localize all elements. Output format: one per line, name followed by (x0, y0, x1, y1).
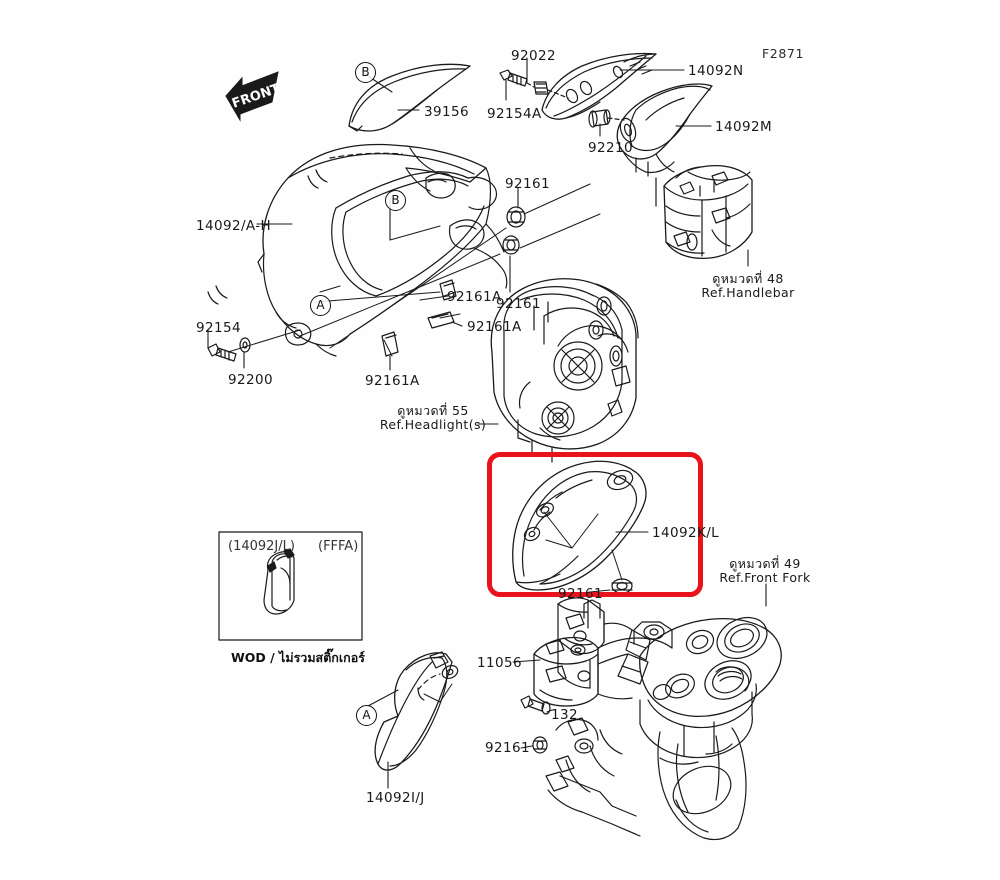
reference-note-49-thai: ดูหมวดที่ 49 (729, 556, 801, 571)
part-label-92161-mid: 92161 (496, 296, 541, 312)
part-label-92154A: 92154A (487, 106, 542, 122)
callout-a-1: A (310, 295, 331, 316)
part-label-14092AH: 14092/A-H (196, 218, 272, 234)
callout-b-2: B (385, 190, 406, 211)
part-92022-shape (533, 81, 549, 95)
part-handlebar-bracket-shape (663, 164, 753, 260)
part-label-92161-top: 92161 (505, 176, 550, 192)
part-headlight-assembly-shape (490, 278, 639, 463)
part-14092N-shape (541, 52, 657, 120)
reference-note-55-thai: ดูหมวดที่ 55 (397, 403, 469, 418)
part-92161-grommet-1 (506, 206, 526, 228)
part-92154A-shape (499, 69, 528, 87)
part-label-92210: 92210 (588, 140, 633, 156)
reference-note-48: ดูหมวดที่ 48 Ref.Handlebar (693, 272, 803, 300)
part-92161A-clip-2 (427, 311, 455, 329)
part-11056-bracket-shape (533, 621, 673, 707)
part-label-14092N: 14092N (688, 63, 744, 79)
part-label-92161-red: 92161 (558, 586, 603, 602)
part-label-92022: 92022 (511, 48, 556, 64)
part-label-14092KL: 14092K/L (652, 525, 720, 541)
part-14092M-shape (616, 83, 713, 177)
part-92161-grommet-bottom (532, 736, 548, 754)
reference-note-49: ดูหมวดที่ 49 Ref.Front Fork (705, 557, 825, 585)
inset-box-frame (218, 531, 363, 641)
inset-right-code: (FFFA) (318, 539, 359, 554)
part-14092IJ-shape (374, 651, 459, 771)
reference-note-48-latin: Ref.Handlebar (701, 285, 795, 300)
part-14092KL-shape (512, 460, 647, 591)
part-label-11056: 11056 (477, 655, 522, 671)
callout-b-1: B (355, 62, 376, 83)
callout-a-2: A (356, 705, 377, 726)
part-92161-grommet-red (611, 578, 633, 594)
part-92161-grommet-2 (502, 235, 520, 255)
assembly-lines (227, 183, 601, 357)
part-92210-shape (588, 109, 611, 128)
part-front-fork-assembly-shape (545, 597, 782, 841)
part-132-screw-shape (520, 695, 551, 715)
part-92154-bolt-shape (207, 343, 237, 362)
part-label-92154: 92154 (196, 320, 241, 336)
reference-note-55: ดูหมวดที่ 55 Ref.Headlight(s) (365, 404, 501, 432)
reference-note-55-latin: Ref.Headlight(s) (379, 417, 487, 432)
part-label-132: 132 (551, 707, 578, 723)
part-92161A-clip-1 (439, 279, 457, 301)
part-label-92200: 92200 (228, 372, 273, 388)
inset-left-code: (14092J/L) (228, 539, 295, 554)
part-92200-washer-shape (239, 337, 251, 353)
part-label-14092M: 14092M (715, 119, 772, 135)
reference-note-48-thai: ดูหมวดที่ 48 (712, 271, 784, 286)
part-label-92161A-3: 92161A (365, 373, 420, 389)
inset-part-drawing (263, 548, 295, 615)
front-direction-arrow: FRONT (222, 62, 284, 124)
part-14092AH-shape (207, 143, 508, 357)
part-92161A-clip-3 (381, 331, 399, 357)
part-label-39156: 39156 (424, 104, 469, 120)
page-id: F2871 (762, 46, 805, 61)
reference-note-49-latin: Ref.Front Fork (719, 570, 811, 585)
part-label-92161A-1: 92161A (447, 289, 502, 305)
part-label-14092IJ: 14092I/J (366, 790, 425, 806)
inset-caption: WOD / ไม่รวมสติ๊กเกอร์ (231, 650, 365, 665)
part-label-92161A-2: 92161A (467, 319, 522, 335)
part-label-92161-bot: 92161 (485, 740, 530, 756)
